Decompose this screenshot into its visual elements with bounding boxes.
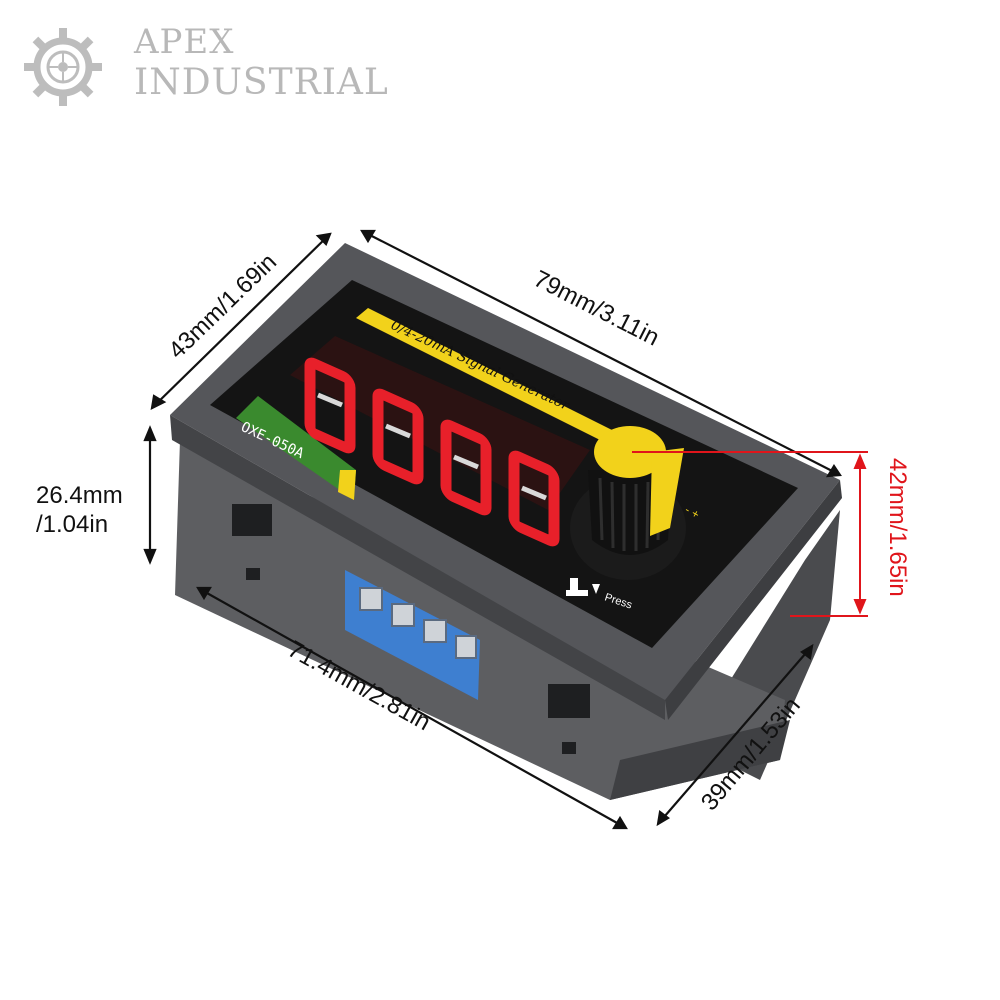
housing-body (175, 440, 785, 800)
segment-display (304, 357, 560, 547)
brand-line1: APEX (134, 22, 235, 62)
dimension-lines (143, 229, 842, 830)
digit-2 (372, 388, 424, 485)
label-height-left-1: 26.4mm (36, 482, 123, 509)
brand-line2: INDUSTRIAL (134, 62, 389, 103)
digit-midbars (317, 392, 547, 501)
terminal-block (345, 570, 480, 700)
press-hand-icon (566, 578, 600, 596)
brand-logo: APEX INDUSTRIAL (22, 20, 388, 110)
title-band (356, 308, 612, 440)
mounting-slots (232, 504, 590, 754)
bezel-right-lip (665, 480, 842, 720)
height-dimension-red (632, 451, 868, 617)
digit-1 (304, 357, 356, 454)
housing-bottom-edge (610, 720, 790, 800)
knob-marks: - + (683, 502, 702, 521)
model-strip-accent (338, 470, 356, 500)
label-width-top: 79mm/3.11in (529, 265, 663, 351)
digit-4 (508, 450, 560, 547)
gear-icon (24, 28, 102, 106)
label-height-right: 42mm/1.65in (884, 458, 911, 597)
digit-3 (440, 419, 492, 516)
bezel-lower-lip (170, 415, 665, 720)
label-height-left-2: /1.04in (36, 511, 108, 538)
adjust-knob[interactable] (570, 426, 686, 580)
model-strip (236, 396, 356, 500)
